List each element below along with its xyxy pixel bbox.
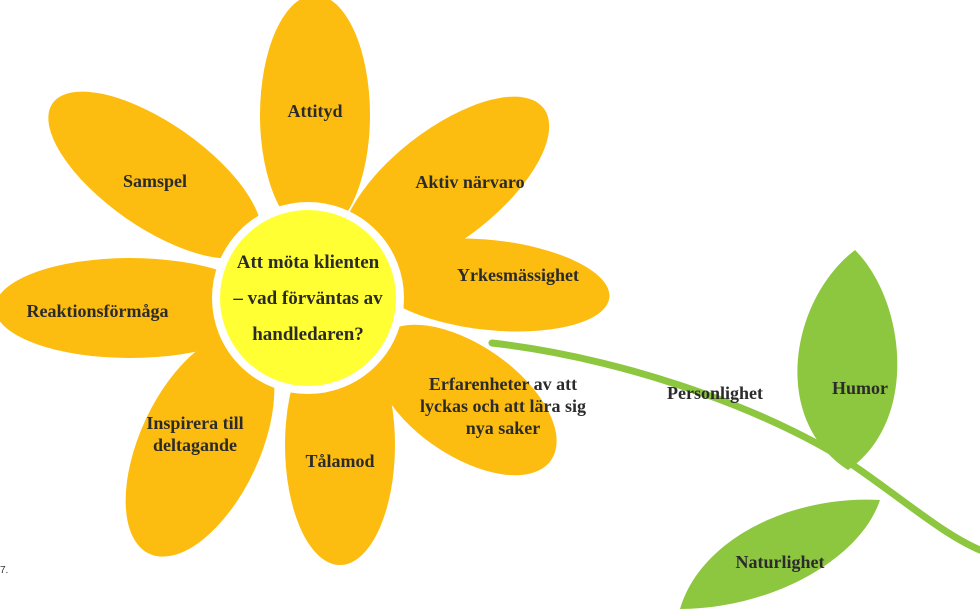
center-title-line1: Att möta klienten [236, 252, 380, 273]
petal-samspel [48, 91, 262, 259]
petal-reaktionsformaga [0, 258, 265, 358]
leaf-label-humor: Humor [832, 378, 888, 398]
petal-label-reaktionsformaga: Reaktionsförmåga [26, 301, 169, 321]
petal-aktiv-narvaro [340, 96, 550, 274]
petal-label-inspirera: Inspirera till deltagande [120, 412, 270, 456]
petal-inspirera [125, 333, 275, 557]
leaf-label-naturlighet: Naturlighet [735, 552, 825, 572]
center-title: Att möta klienten – vad förväntas av han… [218, 245, 398, 353]
petal-attityd [260, 0, 370, 235]
petal-label-inspirera-line2: deltagande [152, 435, 237, 455]
petal-label-samspel: Samspel [122, 171, 187, 191]
center-title-line2: – vad förväntas av [233, 288, 383, 309]
center-circle [212, 202, 404, 394]
petal-label-talamod: Tålamod [305, 451, 375, 471]
leaf-naturlighet-shape [680, 499, 880, 609]
petal-label-erfarenheter-line3: nya saker [465, 418, 541, 438]
petal-label-erfarenheter: Erfarenheter av att lyckas och att lära … [398, 373, 608, 439]
petal-label-inspirera-line1: Inspirera till [146, 413, 244, 433]
petal-label-erfarenheter-line2: lyckas och att lära sig [420, 396, 586, 416]
center-title-line3: handledaren? [252, 324, 364, 345]
petal-label-aktiv-narvaro: Aktiv närvaro [415, 172, 525, 192]
footnote: 7. [0, 565, 9, 576]
petal-yrkesmassighet [370, 238, 610, 332]
petal-erfarenheter [373, 324, 557, 476]
petal-label-yrkesmassighet: Yrkesmässighet [457, 265, 579, 285]
stem-label-personlighet: Personlighet [667, 383, 763, 403]
petal-label-attityd: Attityd [287, 101, 343, 121]
leaf-humor-shape [797, 250, 898, 470]
petal-label-erfarenheter-line1: Erfarenheter av att [428, 374, 578, 394]
